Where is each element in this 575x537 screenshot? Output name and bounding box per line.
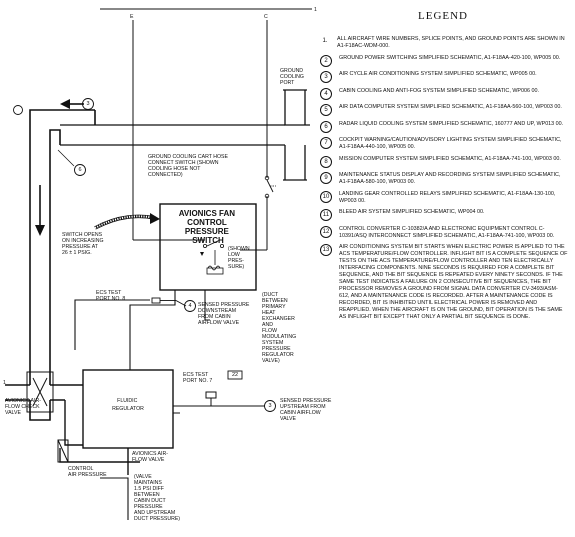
duct-note-label: (DUCT BETWEEN PRIMARY HEAT EXCHANGER AND… (262, 292, 298, 364)
switch-opens-label: SWITCH OPENS ON INCREASING PRESSURE AT 2… (62, 232, 105, 256)
control-air-label: CONTROL AIR PRESSURE (68, 466, 107, 478)
valve-note-label: (VALVE MAINTAINS 1.5 PSI DIFF BETWEEN CA… (134, 474, 180, 522)
legend-item: 9 MAINTENANCE STATUS DISPLAY AND RECORDIN… (318, 172, 568, 186)
legend-list: 1. ALL AIRCRAFT WIRE NUMBERS, SPLICE POIN… (318, 36, 568, 321)
legend-item-text: BLEED AIR SYSTEM SIMPLIFIED SCHEMATIC, W… (339, 209, 485, 215)
legend-item-number: 12 (320, 225, 332, 238)
flow-arrow-down (35, 185, 45, 236)
legend-item: 11 BLEED AIR SYSTEM SIMPLIFIED SCHEMATIC,… (318, 209, 568, 221)
legend-item-number: 5 (320, 104, 332, 116)
legend-item: 4 CABIN COOLING AND ANTI-FOG SYSTEM SIMPL… (318, 87, 568, 100)
fan-switch-title: AVIONICS FAN CONTROL PRESSURE SWITCH (179, 209, 238, 245)
pressure-lines (74, 290, 210, 370)
callout-3-bottom (264, 400, 276, 412)
legend-item: 7 COCKPIT WARNING/CAUTION/ADVISORY LIGHTI… (318, 137, 568, 151)
callout-4-label: 4 (188, 303, 191, 309)
callout-6-label: 6 (78, 167, 81, 173)
callout-3-bottom-label: 3 (268, 403, 271, 409)
switch-opens-pointer (94, 213, 160, 230)
label-top-c: C (264, 14, 268, 20)
callout-6-leader (57, 149, 75, 167)
check-valve-symbol (26, 371, 54, 413)
check-valve-label: AVIONICS AIR- FLOW CHECK VALVE (5, 398, 42, 416)
legend-item-number: 13 (320, 244, 332, 256)
legend-item: 10 LANDING GEAR CONTROLLED RELAYS SIMPLIF… (318, 190, 568, 205)
callout-3-top (82, 98, 94, 110)
flow-arrow-left (60, 99, 84, 109)
legend-item-text: LANDING GEAR CONTROLLED RELAYS SIMPLIFIE… (339, 190, 556, 204)
legend-item-text: CABIN COOLING AND ANTI-FOG SYSTEM SIMPLI… (339, 87, 539, 94)
legend-item-number: 3 (320, 71, 332, 83)
shown-low-pressure-label: (SHOWN LOW PRES- SURE) (228, 246, 251, 270)
ground-cooling-duct (60, 89, 310, 181)
legend-item-number: 8 (320, 155, 332, 168)
ecs-test-port-7-label: ECS TEST PORT NO. 7 (183, 372, 212, 384)
ground-cooling-port-label: GROUND COOLING PORT (280, 68, 305, 86)
legend-item-text: ALL AIRCRAFT WIRE NUMBERS, SPLICE POINTS… (337, 36, 565, 49)
legend-item-text: AIR DATA COMPUTER SYSTEM SIMPLIFIED SCHE… (339, 104, 562, 110)
airflow-valve-label: AVIONICS AIR- FLOW VALVE (132, 451, 169, 463)
callout-6 (74, 164, 86, 176)
legend-panel: LEGEND 1. ALL AIRCRAFT WIRE NUMBERS, SPLI… (318, 10, 568, 326)
fan-switch-symbol (200, 239, 224, 275)
legend-item-text: CONTROL CONVERTER C-10382/A AND ELECTRON… (339, 225, 555, 239)
main-duct (29, 109, 96, 421)
legend-item-text: RADAR LIQUID COOLING SYSTEM SIMPLIFIED S… (339, 120, 564, 127)
duct-joint-circle (13, 105, 23, 115)
ecs-test-port-8-label: ECS TEST PORT NO. 8 (96, 290, 125, 302)
cart-hose-switch-symbol (264, 175, 276, 199)
legend-item-number: 7 (320, 137, 332, 149)
ecs-test-port-7-symbol (173, 391, 265, 414)
legend-item-text: AIR CYCLE AIR CONDITIONING SYSTEM SIMPLI… (339, 71, 537, 77)
port7-ref-label: 22 (232, 372, 238, 378)
legend-item-text: GROUND POWER SWITCHING SIMPLIFIED SCHEMA… (339, 54, 561, 61)
legend-item: 6 RADAR LIQUID COOLING SYSTEM SIMPLIFIED … (318, 120, 568, 133)
control-air-line (100, 477, 129, 520)
legend-item-number: 4 (320, 87, 332, 100)
fluidic-regulator-label: FLUIDIC REGULATOR (112, 398, 144, 412)
port7-ref-box (227, 370, 243, 380)
sensed-upstream-label: SENSED PRESSURE UPSTREAM FROM CABIN AIRF… (280, 398, 333, 422)
legend-title: LEGEND (418, 10, 468, 22)
legend-item-number: 2 (320, 54, 332, 67)
fan-pressure-switch-box (159, 203, 257, 291)
legend-item: 3 AIR CYCLE AIR CONDITIONING SYSTEM SIMPL… (318, 71, 568, 83)
legend-item: 8 MISSION COMPUTER SYSTEM SIMPLIFIED SCHE… (318, 155, 568, 168)
legend-item-text: MISSION COMPUTER SYSTEM SIMPLIFIED SCHEM… (339, 155, 561, 162)
legend-item: 1. ALL AIRCRAFT WIRE NUMBERS, SPLICE POIN… (318, 36, 568, 50)
legend-item: 12 CONTROL CONVERTER C-10382/A AND ELECTR… (318, 225, 568, 240)
legend-item-text: MAINTENANCE STATUS DISPLAY AND RECORDING… (339, 172, 561, 185)
callout-3-top-label: 3 (86, 101, 89, 107)
label-top-one: 1 (314, 7, 317, 13)
legend-item: 2 GROUND POWER SWITCHING SIMPLIFIED SCHEM… (318, 54, 568, 67)
legend-item-number: 11 (320, 209, 332, 221)
label-top-e: E (130, 14, 134, 20)
cart-hose-switch-label: GROUND COOLING CART HOSE CONNECT SWITCH … (148, 154, 229, 178)
legend-item-number: 1. (322, 38, 328, 44)
legend-item: 5 AIR DATA COMPUTER SYSTEM SIMPLIFIED SCH… (318, 104, 568, 116)
legend-item-text: COCKPIT WARNING/CAUTION/ADVISORY LIGHTIN… (339, 137, 562, 150)
callout-4 (184, 300, 196, 312)
legend-item-number: 10 (320, 190, 332, 203)
airflow-valve-symbol (57, 439, 69, 463)
left-marker-label: 1 (3, 380, 6, 386)
legend-item-text: AIR CONDITIONING SYSTEM BIT STARTS WHEN … (339, 244, 568, 320)
sensed-downstream-label: SENSED PRESSURE DOWNSTREAM FROM CABIN AI… (198, 302, 251, 326)
legend-item: 13 AIR CONDITIONING SYSTEM BIT STARTS WHE… (318, 244, 568, 321)
legend-item-number: 9 (320, 172, 332, 184)
legend-item-number: 6 (320, 120, 332, 133)
